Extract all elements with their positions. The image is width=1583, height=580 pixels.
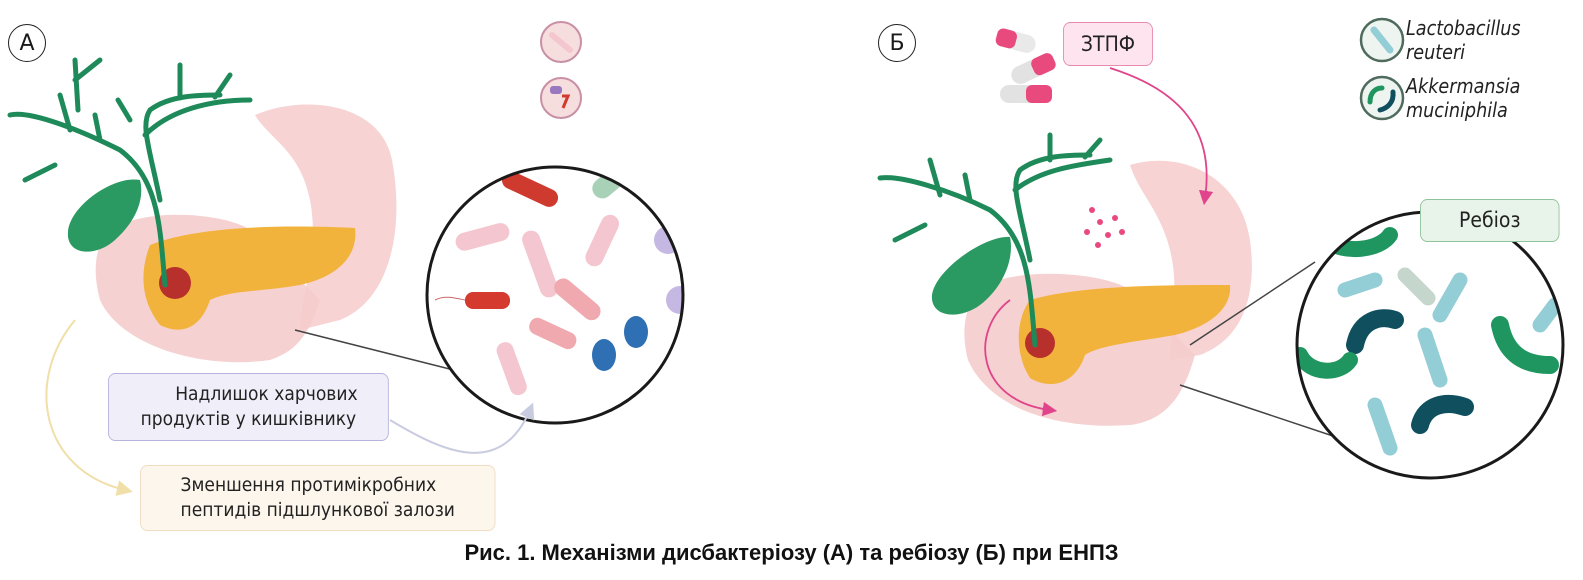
arrow-food-to-microbiota [389,402,535,454]
panel-a-label: А [8,24,46,62]
arrow-duodenum [984,299,1058,417]
panel-b-label: Б [878,24,916,62]
arrow-drug-to-stomach [1109,67,1214,206]
stomach [255,104,397,330]
pathogen-legend-circle-2 [540,77,582,119]
gallbladder [931,236,1011,315]
organs-a [7,57,397,363]
tumor [1025,328,1055,358]
legend-lactobacillus-genus: Lactobacillus [1406,16,1521,40]
pancreas [1018,285,1231,385]
lactobacillus-legend-icon [1359,17,1405,63]
rebiosis-magnifier [1295,210,1565,480]
legend-lactobacillus-species: reuteri [1406,40,1466,64]
arrow-peptides [45,319,133,496]
zoom-line-b-top [1189,261,1316,346]
bile-duct-tree [877,132,1113,348]
tumor [159,267,191,299]
food-excess-line-2: продуктів у кишківнику [140,408,357,430]
pancreas [143,226,356,330]
organs-b [877,132,1252,426]
legend-akkermansia-genus: Akkermansia [1406,74,1521,98]
legend-lactobacillus: Lactobacillus reuteri [1406,16,1521,64]
peptides-decrease-box: Зменшення протимікробних пептидів підшлу… [140,465,496,531]
drug-particles [1084,207,1125,248]
figure-caption: Рис. 1. Механізми дисбактеріозу (А) та р… [464,540,1119,565]
food-excess-box: Надлишок харчових продуктів у кишківнику [108,373,389,441]
akkermansia-legend-icon [1359,75,1405,121]
peptides-line-2: пептидів підшлункової залози [180,499,455,521]
zoom-line-b-bottom [1179,384,1346,441]
legend-akkermansia-species: muciniphila [1406,98,1508,122]
gallbladder [67,179,142,252]
capsules-icon [995,28,1056,103]
rebiosis-label-box: Ребіоз [1420,199,1560,242]
drug-label-box: ЗТПФ [1063,22,1153,66]
bile-duct-tree [7,57,253,288]
food-excess-line-1: Надлишок харчових [175,383,358,405]
legend-akkermansia: Akkermansia muciniphila [1406,74,1520,122]
dysbiosis-magnifier [425,165,685,425]
peptides-line-1: Зменшення протимікробних [180,474,437,496]
